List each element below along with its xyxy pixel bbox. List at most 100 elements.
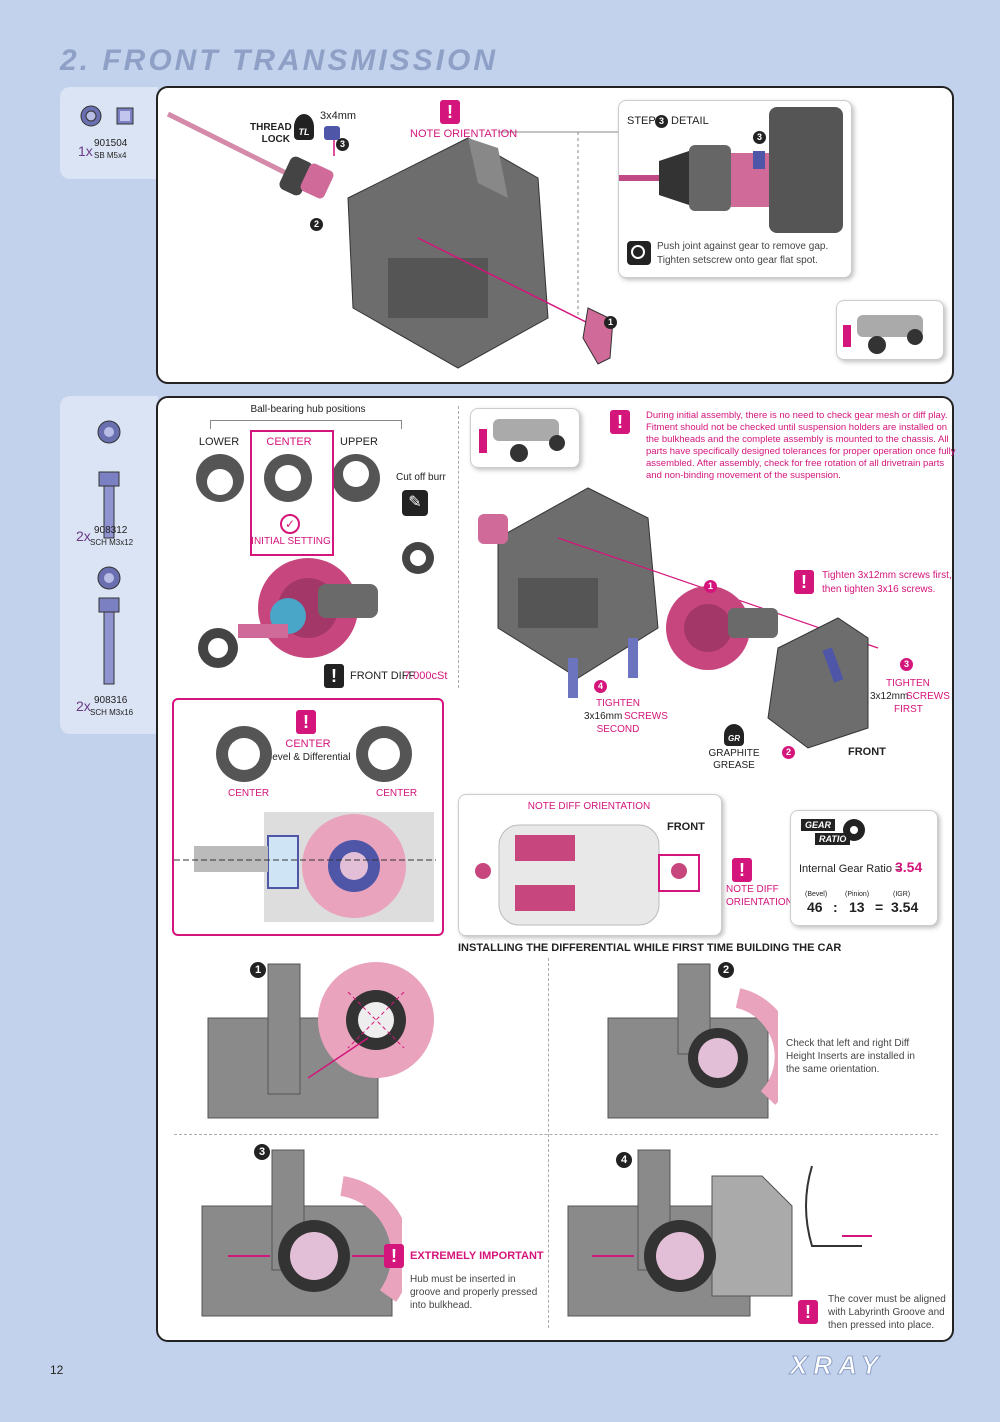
- pinion-val: 13: [849, 899, 865, 915]
- part-qty: 2x: [76, 698, 91, 714]
- ratio-badge: RATIO: [815, 833, 851, 845]
- center-rings: [216, 726, 412, 782]
- gear-ratio-label: Internal Gear Ratio =: [799, 863, 902, 875]
- knife-icon: ✎: [402, 490, 428, 516]
- note-line: parts have specifically designed toleran…: [646, 446, 956, 457]
- section-title: 2. FRONT TRANSMISSION: [60, 44, 499, 77]
- car-thumbnail-image: [843, 315, 923, 354]
- callout-1: 1: [604, 316, 617, 329]
- center-alert-icon: !: [296, 710, 316, 734]
- center-right-label: CENTER: [376, 788, 418, 799]
- detail-text-2: Tighten setscrew onto gear flat spot.: [657, 255, 818, 266]
- tighten-first-1: TIGHTEN: [886, 678, 930, 689]
- install-step-3: 3: [254, 1144, 270, 1160]
- assembly-note-alert-icon: !: [610, 410, 630, 434]
- graphite-grease-icon: GR: [724, 724, 744, 746]
- install-divider-vertical: [548, 958, 549, 1328]
- graphite-label-2: GREASE: [713, 760, 755, 771]
- page-number: 12: [50, 1363, 64, 1377]
- note-line: During initial assembly, there is no nee…: [646, 410, 948, 421]
- install-step-4-text-3: then pressed into place.: [828, 1320, 935, 1331]
- callout-3: 3: [336, 138, 349, 151]
- brand-logo: XRAY: [789, 1350, 885, 1381]
- install-step-3-text-1: Hub must be inserted in: [410, 1274, 516, 1285]
- diff-orient-note-2: ORIENTATION: [726, 897, 793, 908]
- center-setting-box: ! CENTER Bevel & Differential CENTER CEN…: [172, 698, 444, 936]
- tighten-second-4: SECOND: [596, 724, 640, 735]
- screw-size-label: 3x4mm: [320, 110, 357, 122]
- part-qty: 2x: [76, 528, 91, 544]
- detail-text-1: Push joint against gear to remove gap.: [657, 241, 829, 252]
- note-orientation-label: NOTE ORIENTATION: [410, 128, 518, 140]
- assembly-note-text: During initial assembly, there is no nee…: [646, 410, 956, 482]
- install-step-3-illustration: [201, 1149, 402, 1317]
- bulkhead-assembly-illustration: [478, 487, 879, 749]
- install-step-2: 2: [718, 962, 734, 978]
- cover-alert-icon: !: [798, 1300, 818, 1324]
- note-line: and non-binding movement of the suspensi…: [646, 470, 841, 481]
- car-thumbnail-2-image: [479, 419, 565, 462]
- step1-illustration: [166, 111, 618, 369]
- install-step-2-text-1: Check that left and right Diff: [786, 1038, 910, 1049]
- callout-1: 1: [704, 580, 717, 593]
- install-step-4: 4: [616, 1152, 632, 1168]
- pos-lower: LOWER: [198, 436, 240, 448]
- callout-2: 2: [310, 218, 323, 231]
- nut-icon: [80, 105, 102, 127]
- initial-setting-label: INITIAL SETTING: [251, 536, 331, 547]
- parts-tab-top: 1x 901504 SB M5x4: [60, 87, 158, 179]
- tighten-second-2: 3x16mm: [584, 711, 623, 722]
- step3-detail-box: STEP 3 DETAIL 3 Push joint against gear …: [618, 100, 852, 278]
- install-step-2-text-3: the same orientation.: [786, 1064, 880, 1075]
- setscrew-icon: [116, 107, 134, 125]
- install-step-2-text-2: Height Inserts are installed in: [786, 1051, 915, 1062]
- callout-3: 3: [900, 658, 913, 671]
- car-thumbnail-2: [470, 408, 580, 468]
- install-title: INSTALLING THE DIFFERENTIAL WHILE FIRST …: [458, 942, 842, 954]
- gear-ratio-box: GEAR RATIO Internal Gear Ratio = 3.54 (B…: [790, 810, 938, 926]
- pos-center: CENTER: [266, 436, 312, 448]
- diff-orientation-box: NOTE DIFF ORIENTATION FRONT: [458, 794, 722, 936]
- install-step-1: 1: [250, 962, 266, 978]
- thread-lock-icon: TL: [294, 114, 314, 140]
- tighten-note-2: then tighten 3x16 screws.: [822, 584, 936, 595]
- note-line: Fitment should not be checked until susp…: [646, 422, 948, 433]
- cut-off-burr-label: Cut off burr: [396, 472, 446, 483]
- bevel-lbl: (Bevel): [805, 891, 828, 898]
- detail-title: STEP: [627, 115, 656, 127]
- install-step-4-text-2: with Labyrinth Groove and: [828, 1307, 945, 1318]
- install-step-1-illustration: [207, 962, 434, 1119]
- center-title: CENTER: [285, 738, 331, 750]
- bb-bracket: [210, 420, 402, 429]
- part-desc: SCH M3x12: [90, 538, 134, 547]
- screw-m3x16-icon: [97, 566, 121, 685]
- car-thumbnail: [836, 300, 944, 360]
- hub-rings: [196, 454, 380, 502]
- important-alert-icon: !: [384, 1244, 404, 1268]
- part-code: 908316: [94, 695, 128, 706]
- part-desc: SCH M3x16: [90, 708, 134, 717]
- center-cross-section: [174, 812, 436, 922]
- important-label: EXTREMELY IMPORTANT: [410, 1250, 544, 1262]
- gear-icon: [843, 819, 865, 841]
- tighten-first-2: 3x12mm: [870, 691, 909, 702]
- install-step-4-text-1: The cover must be aligned: [828, 1294, 946, 1305]
- step-panel-1: THREAD LOCK TL 3x4mm 3 2 1 ! NOTE ORIENT…: [156, 86, 954, 384]
- callout-2: 2: [782, 746, 795, 759]
- bevel-diff-label: Bevel & Differential: [265, 752, 351, 763]
- tighten-first-3: SCREWS: [906, 691, 950, 702]
- gear-badge: GEAR: [801, 819, 836, 831]
- tighten-second-1: TIGHTEN: [596, 698, 640, 709]
- screw-m3x12-icon: [97, 420, 121, 539]
- panel-divider: [458, 406, 459, 688]
- bevel-val: 46: [807, 899, 823, 915]
- front-diff-oil: 7.000cSt: [404, 670, 448, 682]
- center-highlight-box: [250, 430, 334, 556]
- gear-ratio-value: 3.54: [895, 859, 923, 875]
- detail-callout-3: 3: [753, 131, 766, 144]
- part-code: 908312: [94, 525, 128, 536]
- ratio-colon: :: [833, 899, 838, 915]
- detail-title-suffix: DETAIL: [671, 115, 709, 127]
- center-left-label: CENTER: [228, 788, 270, 799]
- tighten-note-1: Tighten 3x12mm screws first,: [822, 570, 952, 581]
